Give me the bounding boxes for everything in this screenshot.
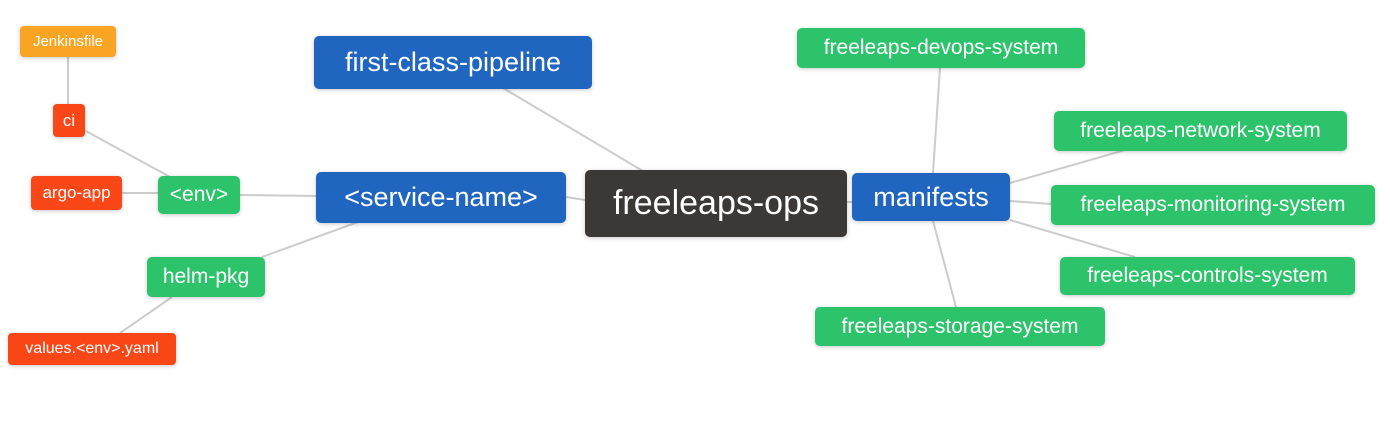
node-freeleaps-network-system[interactable]: freeleaps-network-system: [1054, 111, 1347, 151]
node-ci[interactable]: ci: [53, 104, 85, 137]
node-first-class-pipeline[interactable]: first-class-pipeline: [314, 36, 592, 89]
edge-servicename-ops: [565, 196, 586, 201]
edge-ci-env: [83, 129, 173, 179]
node-values-env-yaml[interactable]: values.<env>.yaml: [8, 333, 176, 365]
node-freeleaps-controls-system[interactable]: freeleaps-controls-system: [1060, 257, 1355, 295]
node-manifests[interactable]: manifests: [852, 173, 1010, 221]
node-freeleaps-ops[interactable]: freeleaps-ops: [585, 170, 847, 237]
node-freeleaps-monitoring-system[interactable]: freeleaps-monitoring-system: [1051, 185, 1375, 225]
edge-manifests-devops: [932, 67, 941, 174]
node-jenkinsfile[interactable]: Jenkinsfile: [20, 26, 116, 57]
edge-env-servicename: [239, 194, 317, 197]
node-freeleaps-storage-system[interactable]: freeleaps-storage-system: [815, 307, 1105, 346]
edge-values-helmpkg: [119, 296, 173, 334]
node-argo-app[interactable]: argo-app: [31, 176, 122, 210]
edge-manifests-network: [1009, 149, 1126, 184]
node-env[interactable]: <env>: [158, 176, 240, 214]
edge-pipeline-ops: [502, 87, 649, 175]
edge-helmpkg-servicename: [261, 221, 359, 258]
edge-manifests-storage: [932, 220, 957, 308]
edge-manifests-controls: [1009, 219, 1136, 258]
node-service-name[interactable]: <service-name>: [316, 172, 566, 223]
node-freeleaps-devops-system[interactable]: freeleaps-devops-system: [797, 28, 1085, 68]
edge-manifests-monitoring: [1009, 200, 1052, 205]
node-helm-pkg[interactable]: helm-pkg: [147, 257, 265, 297]
